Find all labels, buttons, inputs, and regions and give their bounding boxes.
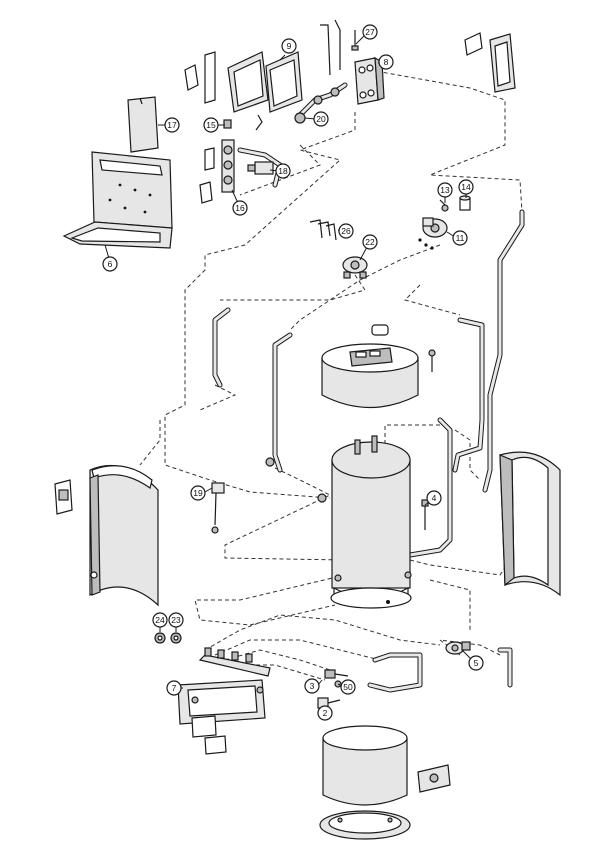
svg-text:7: 7 — [172, 683, 177, 693]
callout-19: 19 — [190, 485, 206, 501]
callout-2: 2 — [317, 705, 333, 721]
part-11-pump — [418, 217, 448, 250]
bottom-right-plate — [417, 764, 451, 793]
callout-4: 4 — [426, 490, 442, 506]
part-17-insulation-panel — [127, 96, 159, 153]
svg-text:14: 14 — [461, 182, 471, 192]
callout-11: 11 — [452, 230, 468, 246]
left-outer-shell — [54, 464, 159, 607]
callout-13: 13 — [437, 182, 453, 198]
svg-text:8: 8 — [384, 57, 389, 67]
svg-text:27: 27 — [365, 27, 375, 37]
callout-14: 14 — [458, 179, 474, 195]
part-27-rods — [320, 19, 359, 76]
part-14-cap — [459, 195, 471, 211]
part-7-control-board — [177, 647, 271, 755]
part-26-pins — [309, 219, 337, 241]
part-20-connector — [294, 87, 340, 124]
part-9-control-housing — [184, 51, 303, 113]
callout-3: 3 — [304, 678, 320, 694]
callout-22: 22 — [362, 234, 378, 250]
callout-50: 50 — [340, 679, 356, 695]
upper-lid-with-display — [321, 324, 436, 408]
main-water-tank — [317, 435, 412, 609]
svg-text:17: 17 — [167, 120, 177, 130]
svg-text:2: 2 — [323, 708, 328, 718]
svg-text:11: 11 — [456, 233, 465, 243]
svg-text:9: 9 — [287, 41, 292, 51]
callout-18: 18 — [275, 163, 291, 179]
part-22-valve — [342, 256, 368, 279]
parts-23-24-caps — [154, 632, 182, 644]
callout-5: 5 — [468, 655, 484, 671]
svg-text:50: 50 — [343, 682, 353, 692]
svg-text:22: 22 — [365, 237, 375, 247]
bottom-cylinder-cover — [319, 725, 411, 840]
part-8-plate-heat-exchanger — [354, 56, 385, 105]
svg-text:24: 24 — [155, 615, 165, 625]
part-6-base-panel — [62, 151, 173, 249]
part-16-pipe-manifold — [199, 139, 235, 204]
svg-text:5: 5 — [474, 658, 479, 668]
svg-text:13: 13 — [440, 185, 450, 195]
svg-text:20: 20 — [316, 114, 326, 124]
callout-20: 20 — [313, 111, 329, 127]
top-right-cover-panel — [464, 32, 516, 93]
callout-16: 16 — [232, 200, 248, 216]
callout-23: 23 — [168, 612, 184, 628]
callout-17: 17 — [164, 117, 180, 133]
assembly-dashed-paths — [139, 69, 561, 681]
part-5-mixing-valve — [445, 641, 471, 655]
callout-27: 27 — [362, 24, 378, 40]
svg-text:26: 26 — [341, 226, 351, 236]
svg-text:3: 3 — [310, 681, 315, 691]
part-15-fitting — [223, 114, 263, 131]
callout-24: 24 — [152, 612, 168, 628]
part-18-valve — [247, 161, 274, 175]
part-19-thermostat-probe — [211, 457, 275, 534]
part-13-sensor — [439, 199, 449, 212]
callout-26: 26 — [338, 223, 354, 239]
callout-6: 6 — [102, 256, 118, 272]
right-outer-shell — [499, 451, 561, 597]
callout-9: 9 — [281, 38, 297, 54]
svg-text:16: 16 — [235, 203, 245, 213]
callout-7: 7 — [166, 680, 182, 696]
part-3-valve-fitting — [324, 669, 349, 679]
svg-text:4: 4 — [432, 493, 437, 503]
callout-8: 8 — [378, 54, 394, 70]
svg-text:6: 6 — [108, 259, 113, 269]
svg-text:18: 18 — [278, 166, 288, 176]
svg-text:19: 19 — [193, 488, 203, 498]
svg-text:23: 23 — [171, 615, 181, 625]
svg-text:15: 15 — [206, 120, 216, 130]
callout-15: 15 — [203, 117, 219, 133]
